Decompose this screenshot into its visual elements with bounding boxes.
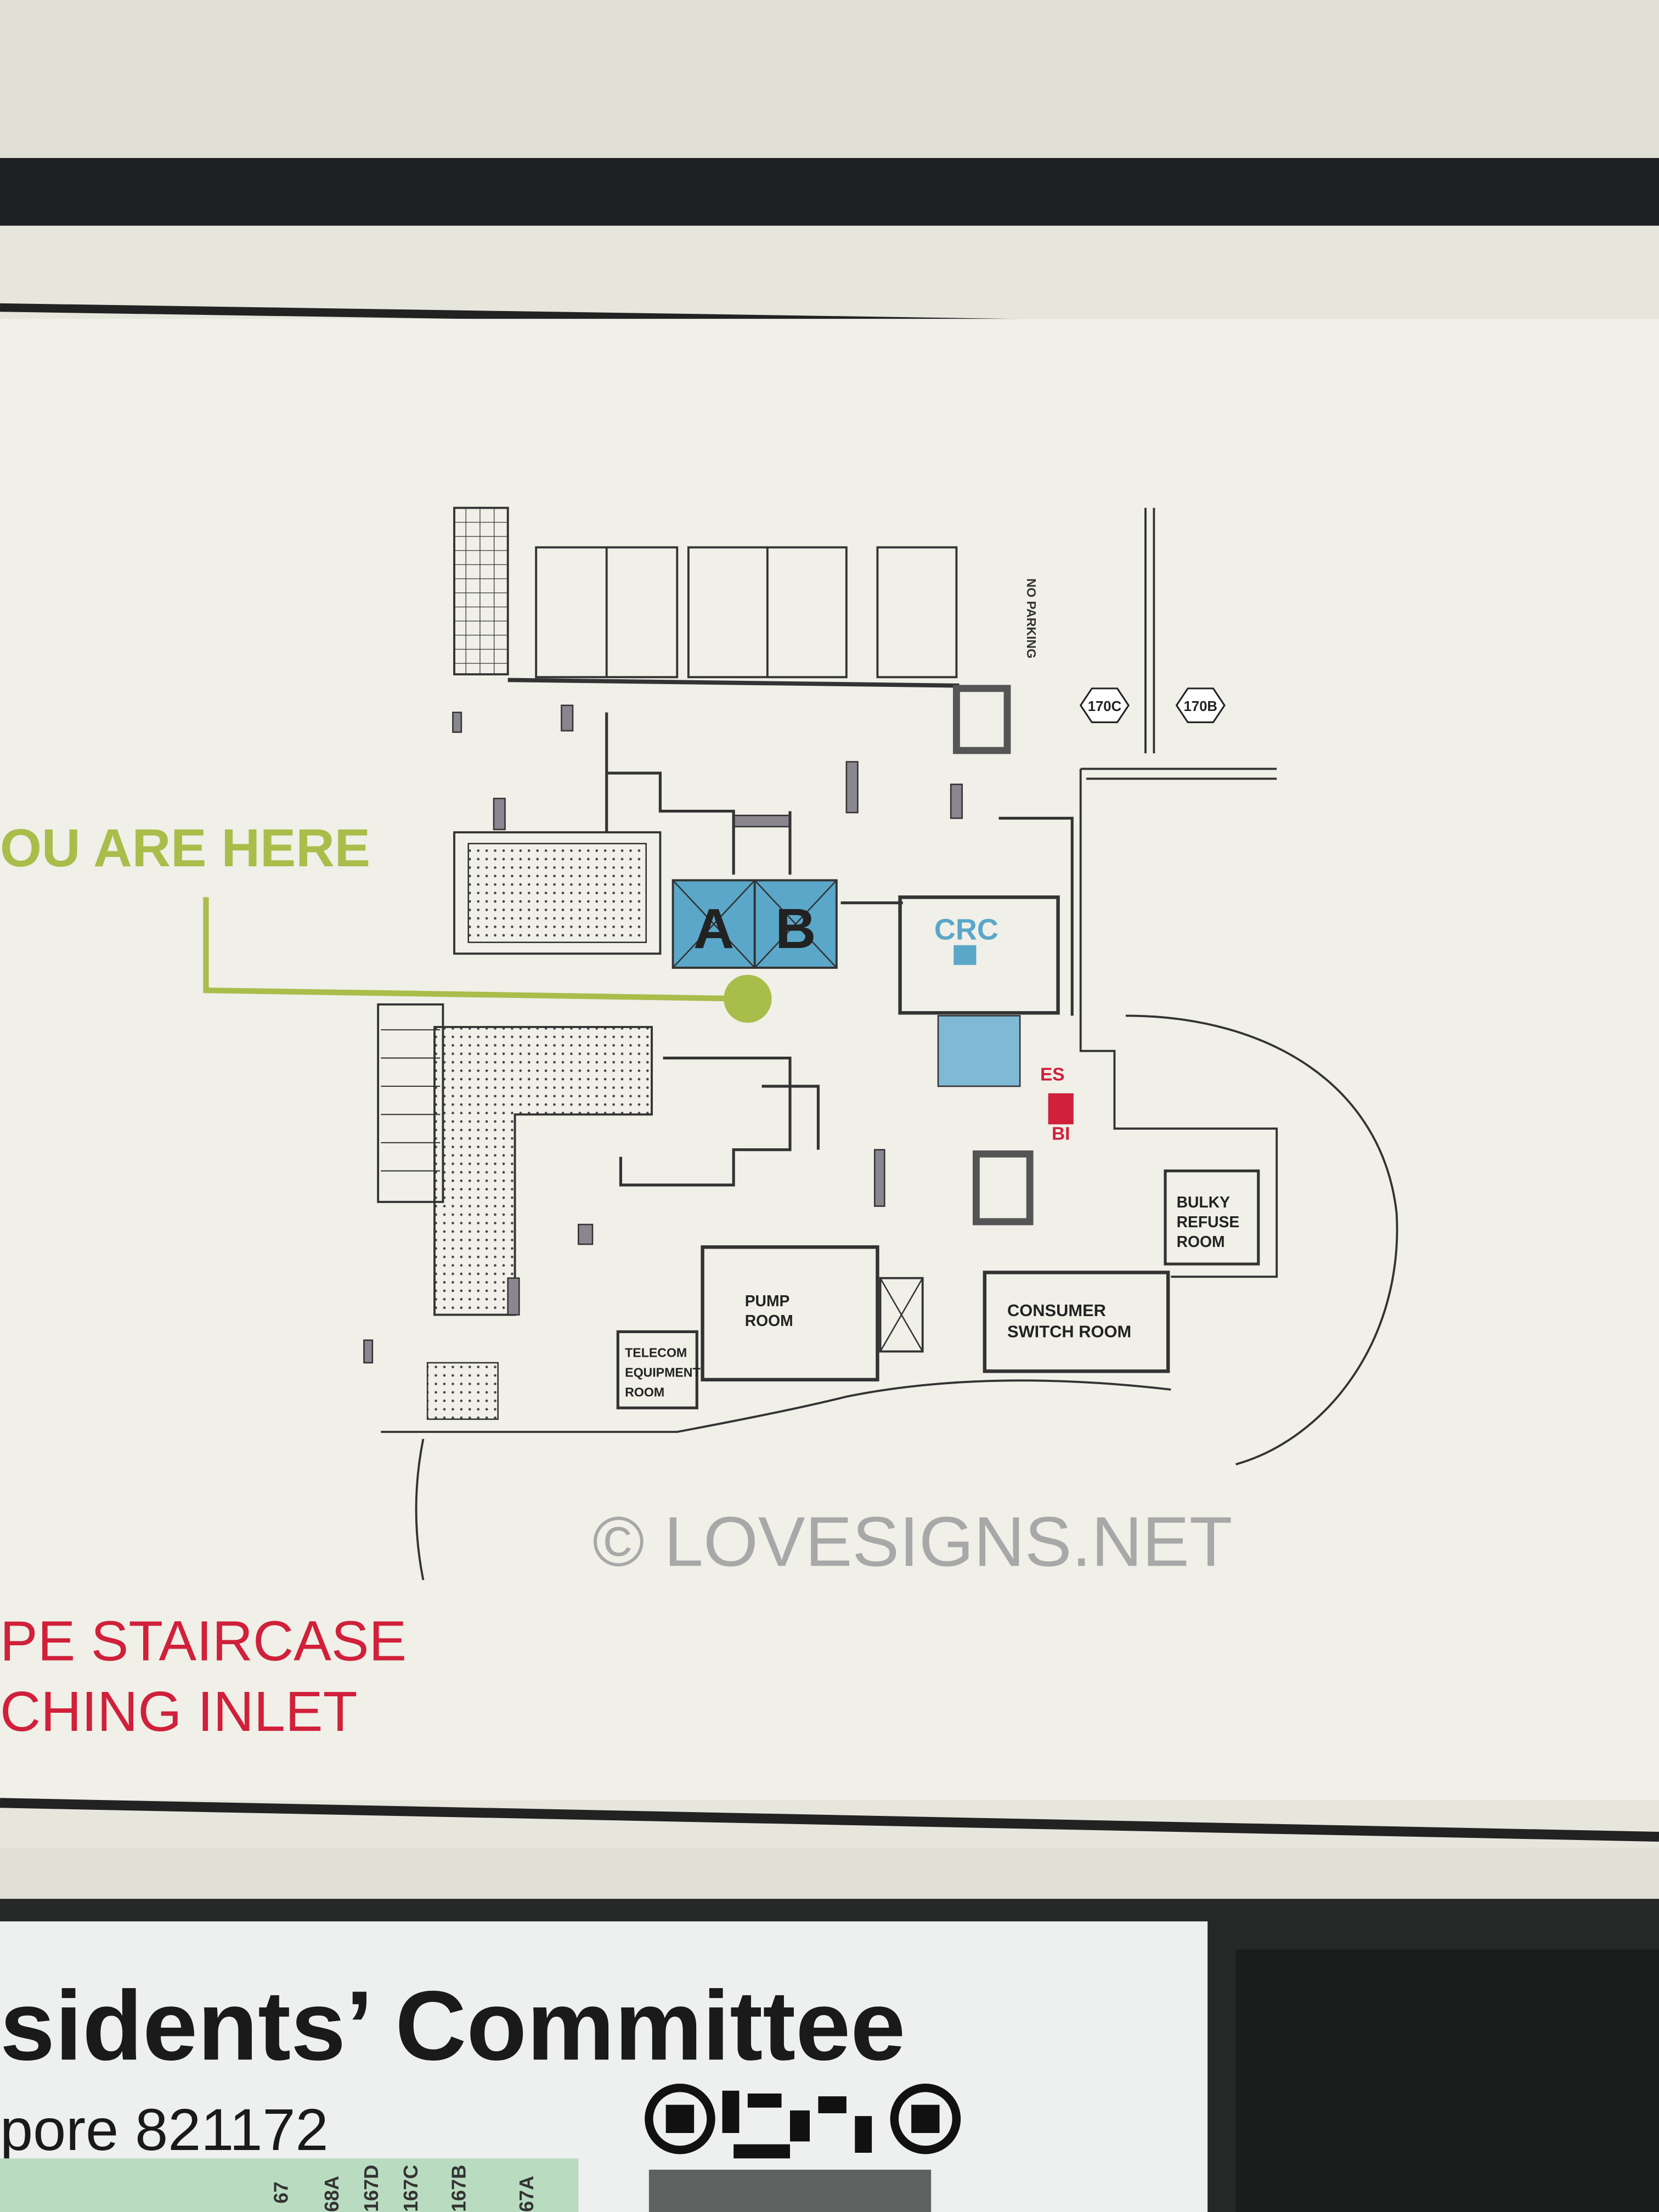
svg-text:B: B — [775, 897, 816, 960]
watermark: © LOVESIGNS.NET — [592, 1503, 1232, 1581]
svg-text:TELECOM: TELECOM — [625, 1346, 687, 1360]
lift-a: A — [672, 879, 756, 969]
map-block-label: 167C — [399, 2165, 422, 2212]
bulky-refuse-room — [1164, 1169, 1260, 1266]
breeching-inlet-marker — [1048, 1093, 1074, 1125]
svg-text:SWITCH ROOM: SWITCH ROOM — [1007, 1322, 1131, 1341]
es-label: ES — [1040, 1065, 1065, 1085]
svg-text:REFUSE: REFUSE — [1177, 1213, 1240, 1231]
breeching-inlet-legend: CHING INLET — [0, 1680, 357, 1743]
staircase-left — [377, 1003, 444, 1203]
block-170c-marker: 170C — [1079, 687, 1130, 724]
svg-text:CONSUMER: CONSUMER — [1007, 1301, 1106, 1320]
block-170b-marker: 170B — [1175, 687, 1226, 724]
crc-room — [898, 895, 1060, 1015]
floor-plan-sheet — [0, 319, 1659, 1801]
map-block-label: 67A — [515, 2176, 538, 2212]
you-are-here-label: OU ARE HERE — [0, 818, 370, 878]
consumer-switch-room — [983, 1271, 1170, 1373]
svg-text:EQUIPMENT: EQUIPMENT — [625, 1365, 700, 1380]
you-are-here-indicator — [203, 897, 772, 1023]
svg-text:ROOM: ROOM — [625, 1385, 664, 1400]
svg-text:BI: BI — [1052, 1124, 1070, 1144]
no-parking-label: NO PARKING — [1024, 578, 1039, 658]
committee-address: pore 821172 — [0, 2096, 329, 2163]
planter — [467, 843, 647, 943]
svg-text:170C: 170C — [1088, 699, 1121, 714]
map-block-label: 167D — [360, 2165, 382, 2212]
planter-l — [433, 1026, 653, 1316]
svg-text:170B: 170B — [1184, 699, 1217, 714]
location-map-thumbnail — [0, 2158, 579, 2212]
escape-staircase-legend: PE STAIRCASE — [0, 1610, 407, 1673]
qr-code[interactable] — [645, 2084, 961, 2212]
svg-text:BULKY: BULKY — [1177, 1193, 1231, 1211]
map-block-label: 167B — [448, 2165, 470, 2212]
committee-title: sidents’ Committee — [0, 1971, 905, 2081]
pump-room — [701, 1245, 879, 1382]
lift-b: B — [753, 879, 838, 969]
map-block-label: 68A — [320, 2176, 343, 2212]
telecom-equipment-room — [616, 1330, 698, 1409]
svg-text:ROOM: ROOM — [745, 1312, 793, 1329]
parking-bays — [453, 506, 1011, 754]
svg-text:PUMP: PUMP — [745, 1292, 790, 1310]
svg-text:ROOM: ROOM — [1177, 1233, 1225, 1250]
svg-text:CRC: CRC — [934, 913, 998, 946]
svg-text:A: A — [693, 897, 734, 960]
map-block-label: 67 — [270, 2182, 292, 2204]
staircase-blue — [937, 1015, 1021, 1087]
top-frame — [0, 158, 1659, 226]
